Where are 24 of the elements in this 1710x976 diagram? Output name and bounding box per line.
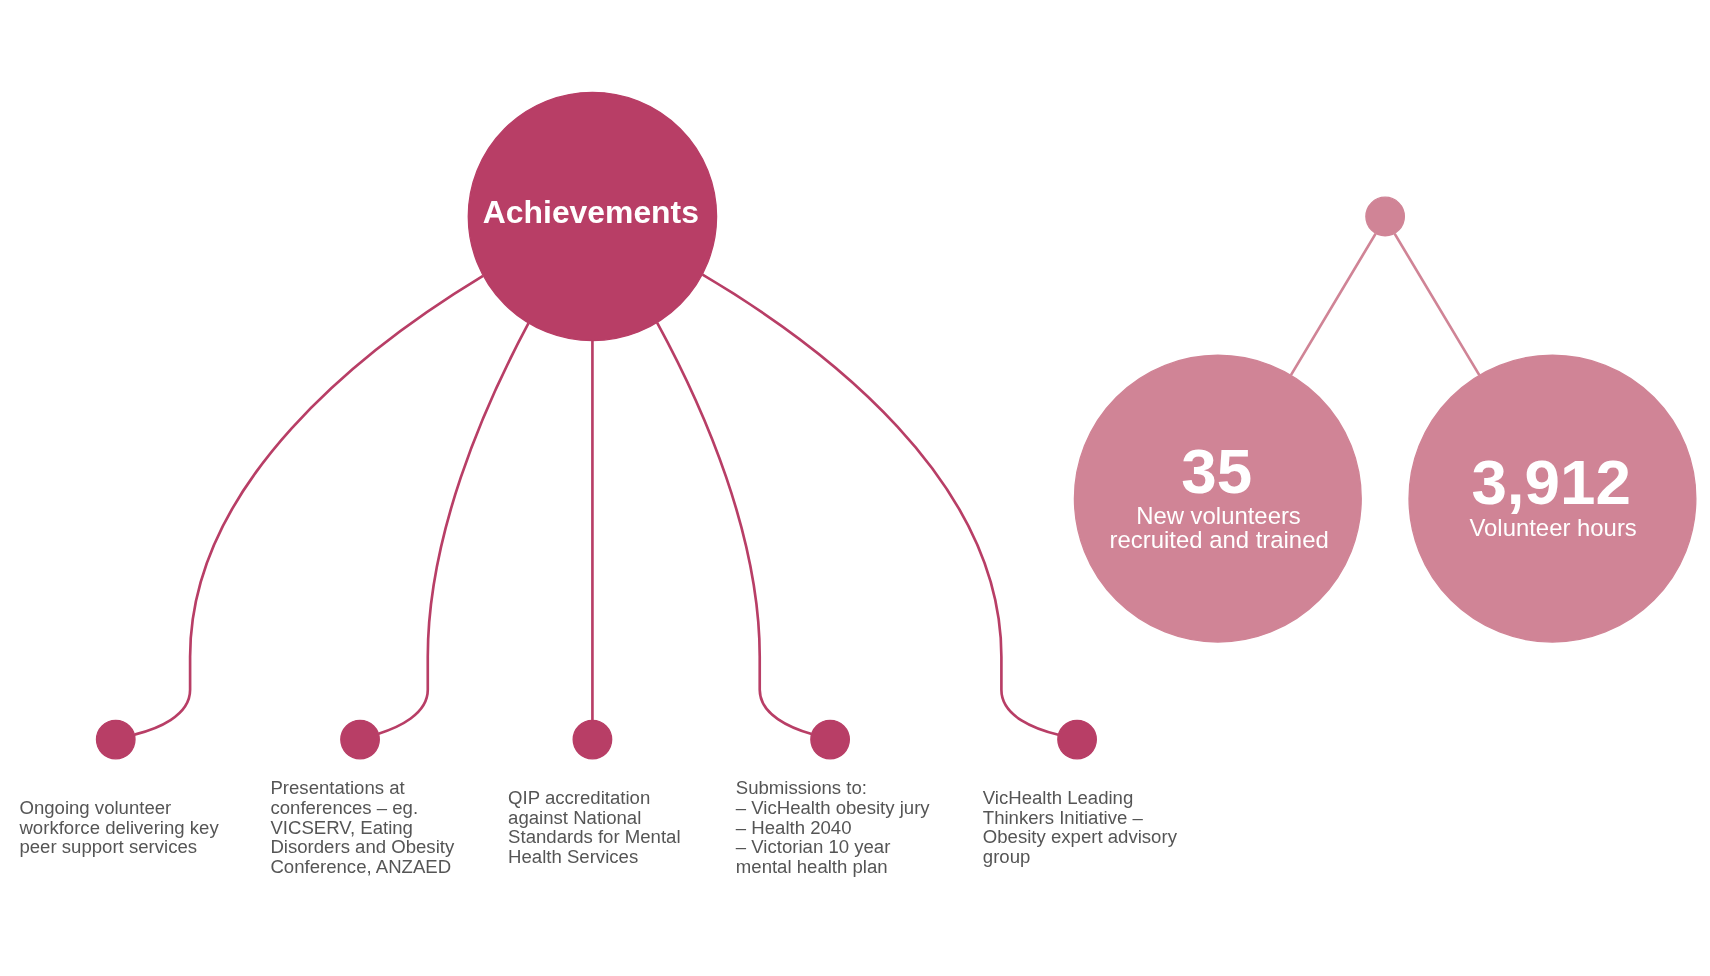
connector [378,322,530,735]
node-label: Ongoing volunteer workforce delivering key peer support services [19,796,219,858]
connector [655,322,812,736]
node-label: – VicHealth obesity jury [735,796,930,818]
connector [1289,232,1377,376]
node-label: – Victorian 10 year mental health plan [735,836,891,878]
node-circle [1365,196,1406,237]
node-label: Presentations at conferences – eg. VICSERV, Eating Disorders and Obesity Conference, ANZAED [270,776,455,878]
node-circle [340,719,380,760]
node-circle [810,719,851,760]
connector [134,274,484,736]
node-label: QIP accreditation against National Standards for Mental Health Services [508,786,681,868]
node-label: – Health 2040 [735,816,852,838]
node-label: VicHealth Leading Thinkers Initiative – Obesity expert advisory group [982,786,1177,868]
connector [591,340,594,721]
node-circle: 3,912 Volunteer hours [1408,354,1697,643]
node-circle [95,719,136,760]
connector [1393,232,1481,376]
node-circle: 35 New volunteers recruited and trained [1073,354,1362,643]
node-circle [572,719,613,760]
node-circle [1057,719,1097,760]
connector [701,273,1059,737]
node-circle: Achievements [467,91,718,342]
node-label: Submissions to: [735,776,867,798]
